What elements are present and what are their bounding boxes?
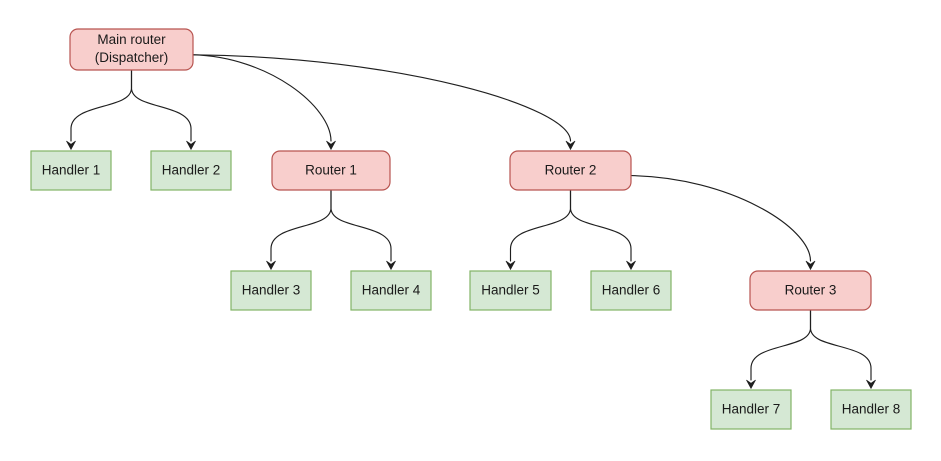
- handler-box[interactable]: [830, 389, 912, 430]
- arrow-head: [505, 260, 516, 271]
- router-box[interactable]: [749, 270, 872, 311]
- handler-box[interactable]: [230, 270, 312, 311]
- node-handler-4[interactable]: Handler 4: [350, 270, 432, 311]
- node-handler-2[interactable]: Handler 2: [150, 150, 232, 191]
- node-handler-5[interactable]: Handler 5: [469, 270, 552, 311]
- edge-router-2-to-router-3: [630, 174, 816, 271]
- edge-main-router-to-handler-1: [66, 69, 133, 151]
- node-router-3[interactable]: Router 3: [749, 270, 872, 311]
- node-router-1[interactable]: Router 1: [271, 150, 391, 191]
- edge-path: [330, 189, 392, 262]
- handler-box[interactable]: [710, 389, 792, 430]
- edge-main-router-to-router-2: [192, 54, 576, 151]
- node-handler-6[interactable]: Handler 6: [590, 270, 672, 311]
- handler-box[interactable]: [150, 150, 232, 191]
- edge-path: [270, 189, 332, 262]
- edge-main-router-to-handler-2: [130, 69, 196, 151]
- arrow-head: [66, 140, 76, 151]
- edge-path: [630, 174, 812, 262]
- edge-path: [569, 189, 632, 262]
- edge-router-1-to-handler-3: [266, 189, 332, 271]
- arrow-head: [565, 140, 576, 151]
- edge-path: [809, 309, 872, 381]
- arrow-head: [266, 260, 276, 271]
- arrow-head: [326, 140, 336, 151]
- arrow-head: [746, 379, 756, 390]
- arrow-head: [805, 260, 816, 271]
- edge-path: [130, 69, 192, 142]
- edge-router-1-to-handler-4: [330, 189, 396, 271]
- edge-router-3-to-handler-8: [809, 309, 876, 390]
- edge-router-2-to-handler-5: [505, 189, 572, 271]
- edge-router-2-to-handler-6: [569, 189, 636, 271]
- node-handler-8[interactable]: Handler 8: [830, 389, 912, 430]
- edge-path: [509, 189, 572, 262]
- node-main-router[interactable]: Main router(Dispatcher): [69, 28, 194, 71]
- edge-path: [70, 69, 133, 142]
- arrow-head: [866, 379, 876, 390]
- node-handler-3[interactable]: Handler 3: [230, 270, 312, 311]
- router-box[interactable]: [509, 150, 632, 191]
- edge-router-3-to-handler-7: [746, 309, 812, 390]
- edges-layer: [66, 54, 876, 390]
- edge-path: [750, 309, 812, 381]
- arrow-head: [386, 260, 396, 271]
- node-handler-1[interactable]: Handler 1: [30, 150, 112, 191]
- handler-box[interactable]: [30, 150, 112, 191]
- node-router-2[interactable]: Router 2: [509, 150, 632, 191]
- handler-box[interactable]: [350, 270, 432, 311]
- router-box[interactable]: [271, 150, 391, 191]
- arrow-head: [626, 260, 636, 271]
- edge-main-router-to-router-1: [192, 54, 336, 151]
- node-handler-7[interactable]: Handler 7: [710, 389, 792, 430]
- handler-box[interactable]: [469, 270, 552, 311]
- router-box[interactable]: [69, 28, 194, 71]
- edge-path: [192, 54, 572, 142]
- handler-box[interactable]: [590, 270, 672, 311]
- arrow-head: [186, 140, 196, 151]
- edge-path: [192, 54, 332, 142]
